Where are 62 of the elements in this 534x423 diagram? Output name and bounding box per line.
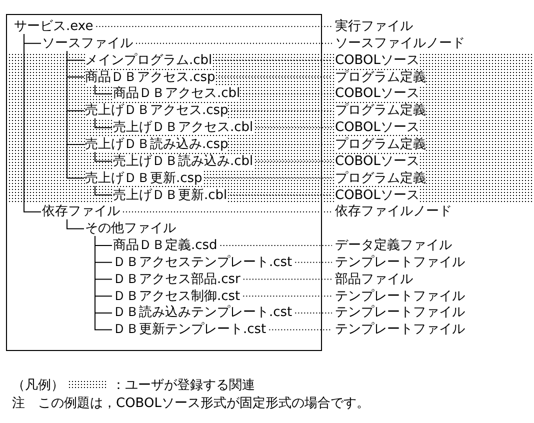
leader-line: [242, 93, 332, 94]
file-name: サービス.exe: [14, 19, 94, 34]
tree-line: [94, 118, 112, 128]
tree-line: [94, 236, 112, 330]
file-name: 売上げＤＢ更新.csp: [85, 170, 202, 186]
file-name: 売上げＤＢ更新.cbl: [113, 188, 228, 202]
leader-line: [96, 26, 332, 27]
file-name: ＤＢアクセス部品.csr: [113, 272, 240, 287]
description-text: COBOLソース: [335, 154, 420, 169]
description-text: プログラム定義: [335, 170, 426, 186]
leader-line: [242, 278, 332, 280]
description-text: データ定義ファイル: [335, 238, 452, 254]
file-name: ソースファイル: [42, 36, 133, 51]
file-name: ＤＢ更新テンプレート.cst: [113, 322, 266, 338]
leader-line: [242, 296, 332, 297]
file-name: 売上げＤＢ読み込み.cbl: [113, 154, 254, 169]
description-text: ソースファイルノード: [335, 36, 465, 51]
leader-line: [230, 144, 332, 145]
file-name: 売上げＤＢアクセス.cbl: [113, 120, 254, 136]
description-text: プログラム定義: [335, 70, 426, 85]
file-name: ＤＢ読み込みテンプレート.cst: [113, 305, 292, 320]
description-text: COBOLソース: [335, 120, 420, 136]
frame-box: [6, 14, 322, 351]
file-name: 売上げＤＢアクセス.csp: [85, 103, 228, 118]
tree-line: [94, 185, 112, 196]
description-text: テンプレートファイル: [335, 288, 465, 304]
file-name: 依存ファイル: [42, 204, 120, 220]
leader-line: [256, 160, 332, 162]
leader-line: [204, 178, 332, 179]
file-name: メインプログラム.cbl: [85, 52, 212, 68]
description-text: 依存ファイルノード: [335, 204, 452, 220]
description-text: プログラム定義: [335, 103, 426, 118]
description-text: 実行ファイル: [335, 19, 413, 34]
description-text: テンプレートファイル: [335, 305, 465, 320]
leader-line: [220, 245, 332, 246]
tree-line: [66, 218, 84, 230]
description-text: テンプレートファイル: [335, 254, 465, 270]
tree-line: [94, 84, 112, 94]
leader-line: [214, 60, 332, 61]
file-name: その他ファイル: [85, 221, 176, 236]
description-text: テンプレートファイル: [335, 322, 465, 338]
file-name: 商品ＤＢ定義.csd: [113, 238, 218, 254]
file-name: 商品ＤＢアクセス.cbl: [113, 86, 240, 102]
file-name: ＤＢアクセステンプレート.cst: [113, 254, 292, 270]
leader-line: [268, 329, 332, 330]
file-name: 売上げＤＢ読み込み.csp: [85, 136, 228, 152]
leader-line: [230, 194, 332, 196]
leader-line: [294, 312, 332, 314]
file-name: ＤＢアクセス制御.cst: [113, 288, 240, 304]
description-text: COBOLソース: [335, 52, 420, 68]
file-name: 商品ＤＢアクセス.csp: [85, 70, 216, 85]
leader-line: [122, 211, 332, 212]
leader-line: [294, 262, 332, 263]
leader-line: [256, 127, 332, 128]
description-text: 部品ファイル: [335, 272, 413, 287]
tree-line: [94, 151, 112, 162]
description-text: COBOLソース: [335, 86, 420, 102]
description-text: COBOLソース: [335, 188, 420, 202]
description-text: プログラム定義: [335, 136, 426, 152]
leader-line: [136, 42, 332, 44]
leader-line: [230, 110, 332, 112]
leader-line: [218, 76, 332, 78]
